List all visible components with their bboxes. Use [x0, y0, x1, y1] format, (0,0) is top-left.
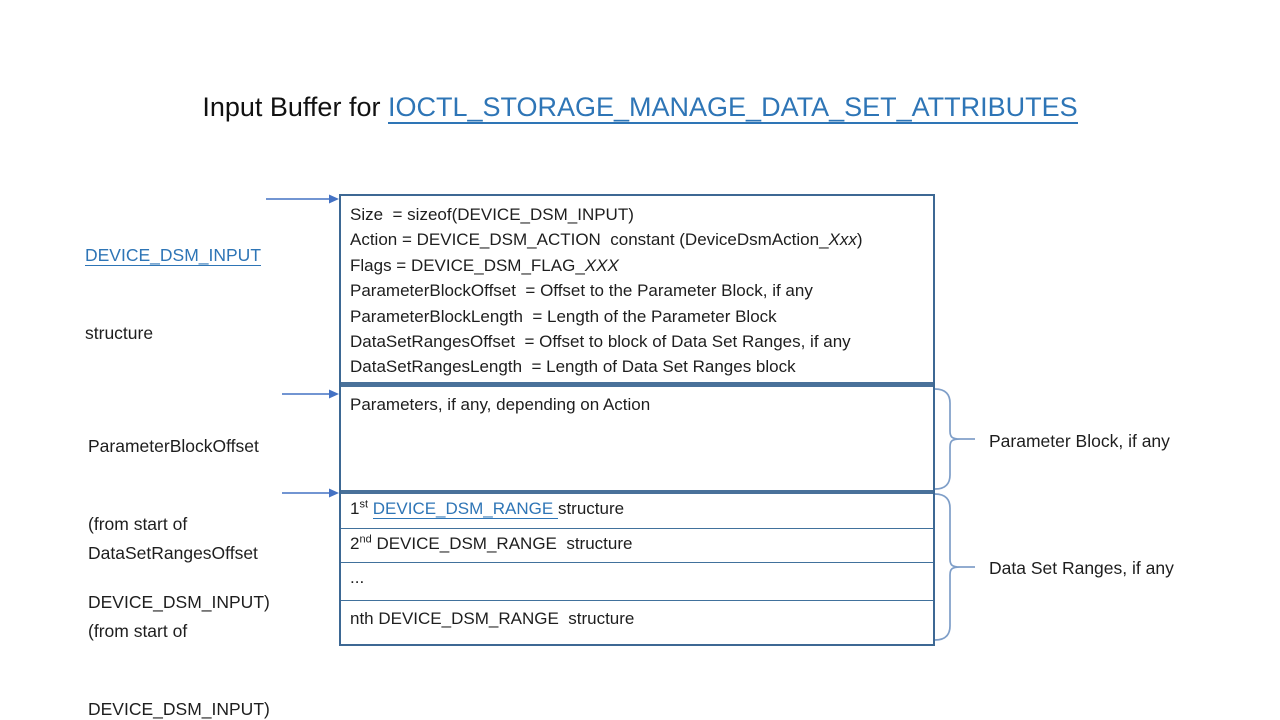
field-flags-italic: XXX: [584, 255, 619, 275]
field-action: Action = DEVICE_DSM_ACTION constant (Dev…: [350, 227, 933, 252]
parameter-block-offset-line1: ParameterBlockOffset: [88, 436, 259, 456]
device-dsm-input-label: DEVICE_DSM_INPUT structure: [85, 190, 262, 398]
field-flags-pre: Flags = DEVICE_DSM_FLAG_: [350, 255, 585, 275]
parameter-block-section: Parameters, if any, depending on Action: [341, 382, 933, 490]
arrow-to-input-box: [266, 194, 339, 204]
input-buffer-box: Size = sizeof(DEVICE_DSM_INPUT) Action =…: [339, 194, 935, 646]
device-dsm-input-label-line2: structure: [85, 323, 154, 343]
device-dsm-input-fields-section: Size = sizeof(DEVICE_DSM_INPUT) Action =…: [341, 196, 933, 382]
arrow-to-parameter-block: [282, 389, 339, 399]
range-1-num: 1: [350, 499, 360, 518]
device-dsm-input-link[interactable]: DEVICE_DSM_INPUT: [85, 245, 262, 266]
range-row-ellipsis: ...: [341, 563, 933, 601]
data-set-ranges-offset-line1: DataSetRangesOffset: [88, 543, 258, 563]
parameter-block-offset-label: ParameterBlockOffset (from start of DEVI…: [88, 381, 270, 667]
title-prefix: Input Buffer for: [202, 92, 388, 122]
field-data-set-ranges-offset: DataSetRangesOffset = Offset to block of…: [350, 332, 851, 352]
data-set-ranges-callout: Data Set Ranges, if any: [989, 558, 1174, 578]
field-data-set-ranges-length: DataSetRangesLength = Length of Data Set…: [350, 357, 796, 377]
range-2-rest: DEVICE_DSM_RANGE structure: [371, 534, 633, 553]
data-set-ranges-offset-line2: (from start of: [88, 621, 188, 641]
data-set-ranges-section: 1st DEVICE_DSM_RANGE structure 2nd DEVIC…: [341, 490, 933, 644]
field-action-italic: Xxx: [828, 230, 857, 250]
data-set-ranges-offset-label: DataSetRangesOffset (from start of DEVIC…: [88, 488, 270, 720]
field-action-pre: Action = DEVICE_DSM_ACTION constant (Dev…: [350, 230, 829, 250]
range-1-rest: structure: [557, 499, 625, 518]
range-1-ordinal: st: [359, 498, 369, 511]
arrow-to-data-set-ranges: [282, 488, 339, 498]
range-row-2: 2nd DEVICE_DSM_RANGE structure: [341, 529, 933, 563]
range-2-ordinal: nd: [359, 533, 372, 546]
field-size: Size = sizeof(DEVICE_DSM_INPUT): [350, 205, 634, 224]
parameter-block-callout: Parameter Block, if any: [989, 431, 1170, 451]
field-flags: Flags = DEVICE_DSM_FLAG_XXX: [350, 253, 933, 278]
range-row-1: 1st DEVICE_DSM_RANGE structure: [341, 494, 933, 529]
parameter-block-offset-line3: DEVICE_DSM_INPUT): [88, 592, 270, 612]
ioctl-storage-link[interactable]: IOCTL_STORAGE_MANAGE_DATA_SET_ATTRIBUTES: [387, 92, 1078, 124]
parameter-block-offset-line2: (from start of: [88, 514, 188, 534]
range-2-num: 2: [350, 534, 360, 553]
field-parameter-block-offset: ParameterBlockOffset = Offset to the Par…: [350, 281, 813, 301]
field-action-post: ): [856, 230, 863, 250]
page-title: Input Buffer for IOCTL_STORAGE_MANAGE_DA…: [0, 92, 1280, 124]
range-row-nth: nth DEVICE_DSM_RANGE structure: [350, 609, 635, 628]
field-parameter-block-length: ParameterBlockLength = Length of the Par…: [350, 306, 777, 326]
parameter-block-brace: [934, 388, 975, 490]
device-dsm-range-link[interactable]: DEVICE_DSM_RANGE: [372, 499, 558, 519]
data-set-ranges-offset-line3: DEVICE_DSM_INPUT): [88, 699, 270, 719]
data-set-ranges-brace: [934, 493, 975, 641]
